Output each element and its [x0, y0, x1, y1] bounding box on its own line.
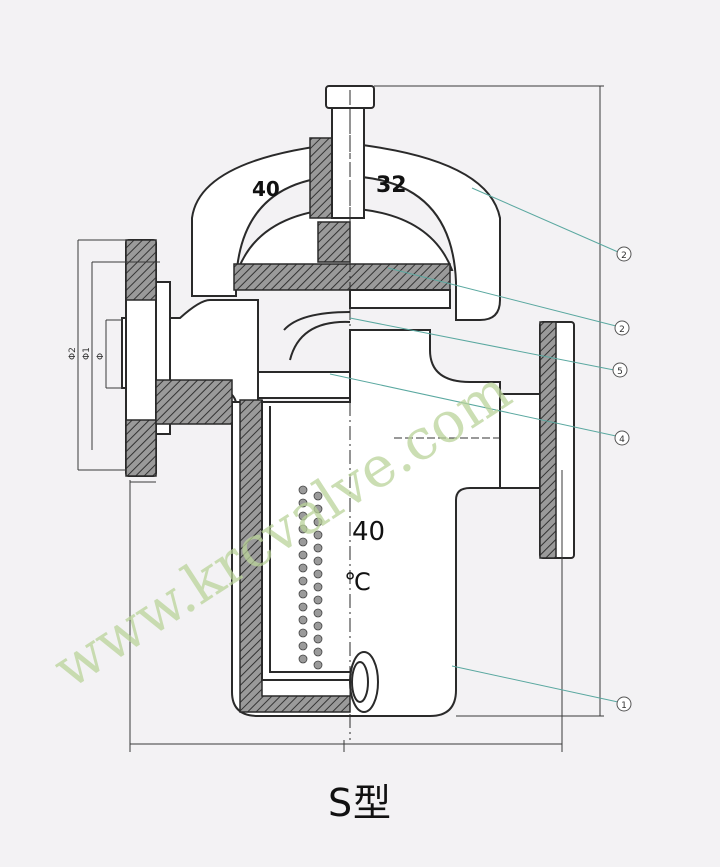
- callout-4: 4: [614, 430, 630, 446]
- perforation-dot: [313, 621, 323, 631]
- perforation-dot: [313, 569, 323, 579]
- callout-3: 5: [612, 362, 628, 378]
- dimension-lines: [77, 85, 604, 752]
- perforation-dot: [298, 550, 308, 560]
- figure-caption: S型: [327, 781, 393, 825]
- perforation-dot: [298, 485, 308, 495]
- perforation-dot: [298, 615, 308, 625]
- top-bolt: [325, 85, 375, 220]
- perforation-dot: [313, 556, 323, 566]
- svg-text:1: 1: [621, 701, 627, 711]
- perforation-dot: [313, 582, 323, 592]
- strainer-perforations: [298, 485, 323, 670]
- drawing-labels: 40 32 40 ℃: [252, 173, 407, 596]
- bonnet-label-left: 40: [252, 177, 280, 201]
- callout-2: 2: [614, 320, 630, 336]
- perforation-dot: [313, 595, 323, 605]
- body-unit-label: ℃: [344, 568, 371, 596]
- perforation-dot: [313, 517, 323, 527]
- perforation-dot: [298, 628, 308, 638]
- dim-d2: Φ2: [68, 347, 78, 360]
- callout-1: 2: [616, 246, 632, 262]
- callout-leaders: [329, 187, 619, 703]
- perforation-dot: [313, 530, 323, 540]
- svg-text:5: 5: [617, 367, 623, 377]
- perforation-dot: [313, 634, 323, 644]
- dim-d1: Φ1: [82, 347, 92, 360]
- perforation-dot: [313, 543, 323, 553]
- perforation-dot: [298, 602, 308, 612]
- dim-d0: Φ: [96, 353, 106, 360]
- perforation-dot: [298, 524, 308, 534]
- svg-text:2: 2: [621, 251, 627, 261]
- callout-balloons: 2 2 5 4 1: [612, 246, 632, 712]
- diameter-labels: Φ2 Φ1 Φ: [68, 347, 106, 360]
- perforation-dot: [298, 589, 308, 599]
- perforation-dot: [298, 498, 308, 508]
- inner-components: [257, 90, 451, 740]
- perforation-dot: [298, 563, 308, 573]
- perforation-dot: [298, 537, 308, 547]
- callout-5: 1: [616, 696, 632, 712]
- svg-text:4: 4: [619, 435, 625, 445]
- perforation-dot: [313, 504, 323, 514]
- perforation-dot: [313, 491, 323, 501]
- svg-text:2: 2: [619, 325, 625, 335]
- perforation-dot: [298, 576, 308, 586]
- perforation-dot: [298, 654, 308, 664]
- body-size-label: 40: [352, 517, 385, 547]
- perforation-dot: [298, 511, 308, 521]
- bonnet-label-right: 32: [376, 173, 407, 198]
- perforation-dot: [313, 647, 323, 657]
- perforation-dot: [313, 660, 323, 670]
- perforation-dot: [298, 641, 308, 651]
- perforation-dot: [313, 608, 323, 618]
